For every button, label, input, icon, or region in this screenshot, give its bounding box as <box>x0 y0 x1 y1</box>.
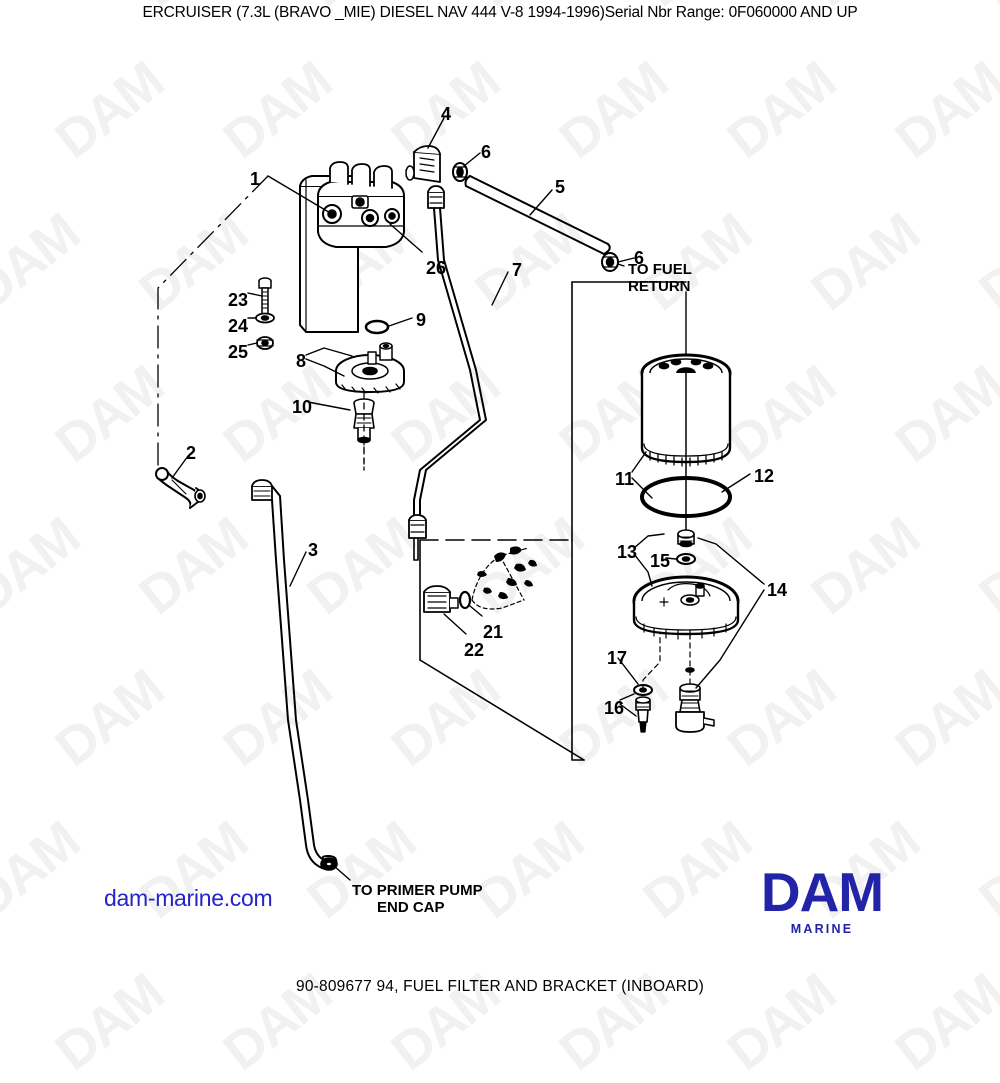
site-url[interactable]: dam-marine.com <box>104 885 273 911</box>
callout-16[interactable]: 16 <box>604 698 625 718</box>
part-o-ring-21 <box>458 590 472 610</box>
page-title: ERCRUISER (7.3L (BRAVO _MIE) DIESEL NAV … <box>142 4 858 21</box>
mounting-plane-outline <box>419 281 687 761</box>
part-banjo-fitting-4 <box>405 145 441 183</box>
callout-1[interactable]: 1 <box>250 169 261 189</box>
part-inlet-fitting-22 <box>423 585 459 613</box>
exploded-parts-diagram <box>155 117 765 881</box>
part-o-ring-9 <box>364 319 390 335</box>
callout-26[interactable]: 26 <box>426 258 447 278</box>
callout-8[interactable]: 8 <box>296 351 307 371</box>
logo-wordmark: DAM <box>760 861 884 923</box>
part-fuel-tube-7 <box>408 185 487 561</box>
callout-3[interactable]: 3 <box>308 540 319 560</box>
assembly-construction-lines <box>157 175 687 471</box>
callout-11[interactable]: 11 <box>615 469 635 489</box>
leader-lines <box>171 117 765 881</box>
part-cap-14-top <box>677 529 695 548</box>
callout-9[interactable]: 9 <box>416 310 427 330</box>
part-fuel-line-3 <box>251 479 338 871</box>
callout-23[interactable]: 23 <box>228 290 249 310</box>
dam-marine-logo: DAM MARINE <box>742 861 902 937</box>
callout-14[interactable]: 14 <box>767 580 788 600</box>
diagram-caption: 90-809677 94, FUEL FILTER AND BRACKET (I… <box>296 978 704 995</box>
callout-5[interactable]: 5 <box>555 177 566 197</box>
callout-4[interactable]: 4 <box>441 104 452 124</box>
callout-6a[interactable]: 6 <box>481 142 492 162</box>
part-drain-assembly-14 <box>675 633 715 733</box>
callout-6b[interactable]: 6 <box>634 248 645 268</box>
part-pump-head-8 <box>335 342 405 394</box>
part-filter-base-13 <box>632 575 740 640</box>
callout-15[interactable]: 15 <box>650 551 671 571</box>
callout-21[interactable]: 21 <box>483 622 504 642</box>
part-fuel-return-hose-5 <box>464 175 611 255</box>
mounting-plane-edges <box>420 282 572 430</box>
part-washer-24 <box>255 312 275 324</box>
part-filter-element-11 <box>640 353 732 531</box>
part-filter-o-ring-12 <box>640 476 732 518</box>
callout-12[interactable]: 12 <box>754 466 775 486</box>
callout-7[interactable]: 7 <box>512 260 523 280</box>
callout-24[interactable]: 24 <box>228 316 249 336</box>
part-elbow-fitting-2 <box>155 467 206 509</box>
part-sealing-washer-6-lower <box>601 252 619 272</box>
callout-22[interactable]: 22 <box>464 640 485 660</box>
note-to-fuel-return: TO FUEL RETURN <box>628 261 692 296</box>
part-bleed-screw-16 <box>635 631 661 733</box>
part-nut-25 <box>256 336 274 350</box>
part-bolt-23 <box>258 277 272 315</box>
engine-block-speckle <box>477 546 537 600</box>
part-sealing-washer-6-upper <box>452 162 468 182</box>
callout-10[interactable]: 10 <box>292 397 313 417</box>
note-to-primer-pump-end-cap: TO PRIMER PUMP END CAP <box>352 882 483 917</box>
callout-17[interactable]: 17 <box>607 648 628 668</box>
logo-subtext: MARINE <box>790 922 854 937</box>
part-washer-15 <box>676 553 696 565</box>
callout-25[interactable]: 25 <box>228 342 249 362</box>
callout-2[interactable]: 2 <box>186 443 197 463</box>
callout-13[interactable]: 13 <box>617 542 638 562</box>
part-fuel-pump-body-26 <box>317 161 405 248</box>
